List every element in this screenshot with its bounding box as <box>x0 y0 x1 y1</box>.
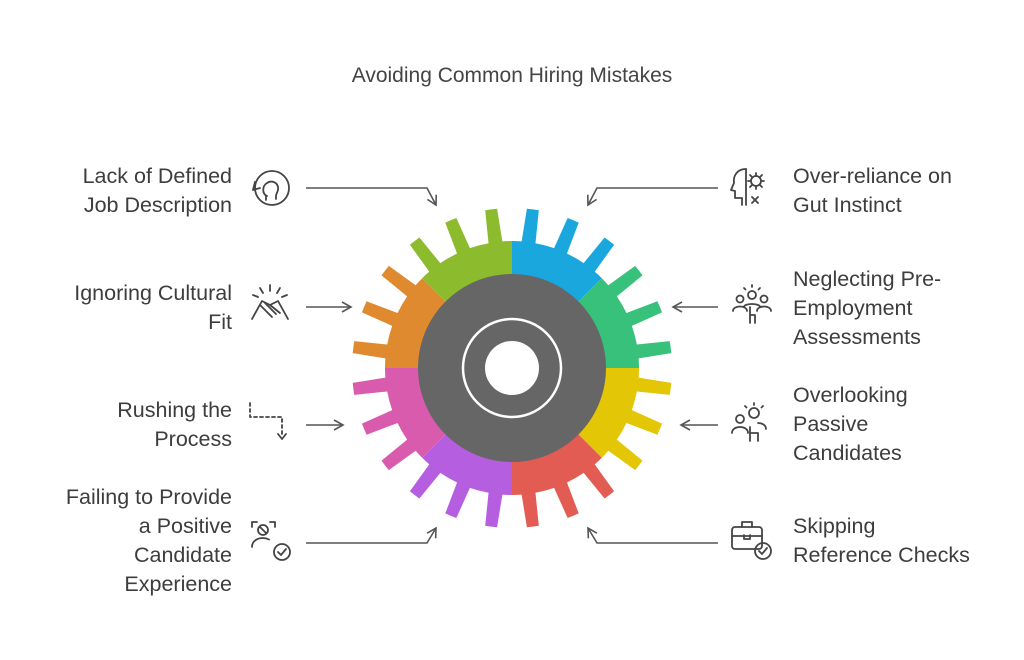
dashed-path-icon <box>249 402 287 440</box>
arrow-candidate-experience <box>306 526 437 544</box>
candidate-scan-icon <box>251 521 291 561</box>
arrow-gut-instinct <box>586 187 718 207</box>
label-rushing-process: Rushing the Process <box>117 398 232 451</box>
arrow-reference-checks <box>587 526 718 544</box>
people-idea-icon <box>731 402 767 442</box>
gear-inner-ring <box>461 317 563 419</box>
handshake-icon <box>251 284 289 320</box>
diagram-title: Avoiding Common Hiring Mistakes <box>351 64 673 87</box>
label-gut-instinct: Over-reliance on Gut Instinct <box>793 164 952 217</box>
group-presenter-icon <box>732 284 772 324</box>
label-passive-candidates: Overlooking Passive Candidates <box>793 383 908 465</box>
label-candidate-experience: Failing to Provide a Positive Candidate … <box>65 485 232 596</box>
redo-head-icon <box>252 170 290 206</box>
briefcase-check-icon <box>731 521 772 560</box>
label-reference-checks: Skipping Reference Checks <box>793 514 970 567</box>
head-gears-icon <box>730 168 765 206</box>
arrow-job-description <box>306 187 438 207</box>
label-pre-employment: Neglecting Pre- Employment Assessments <box>793 267 942 349</box>
label-job-description: Lack of Defined Job Description <box>82 164 232 217</box>
label-cultural-fit: Ignoring Cultural Fit <box>74 281 232 334</box>
gear-center-hole <box>485 341 539 395</box>
